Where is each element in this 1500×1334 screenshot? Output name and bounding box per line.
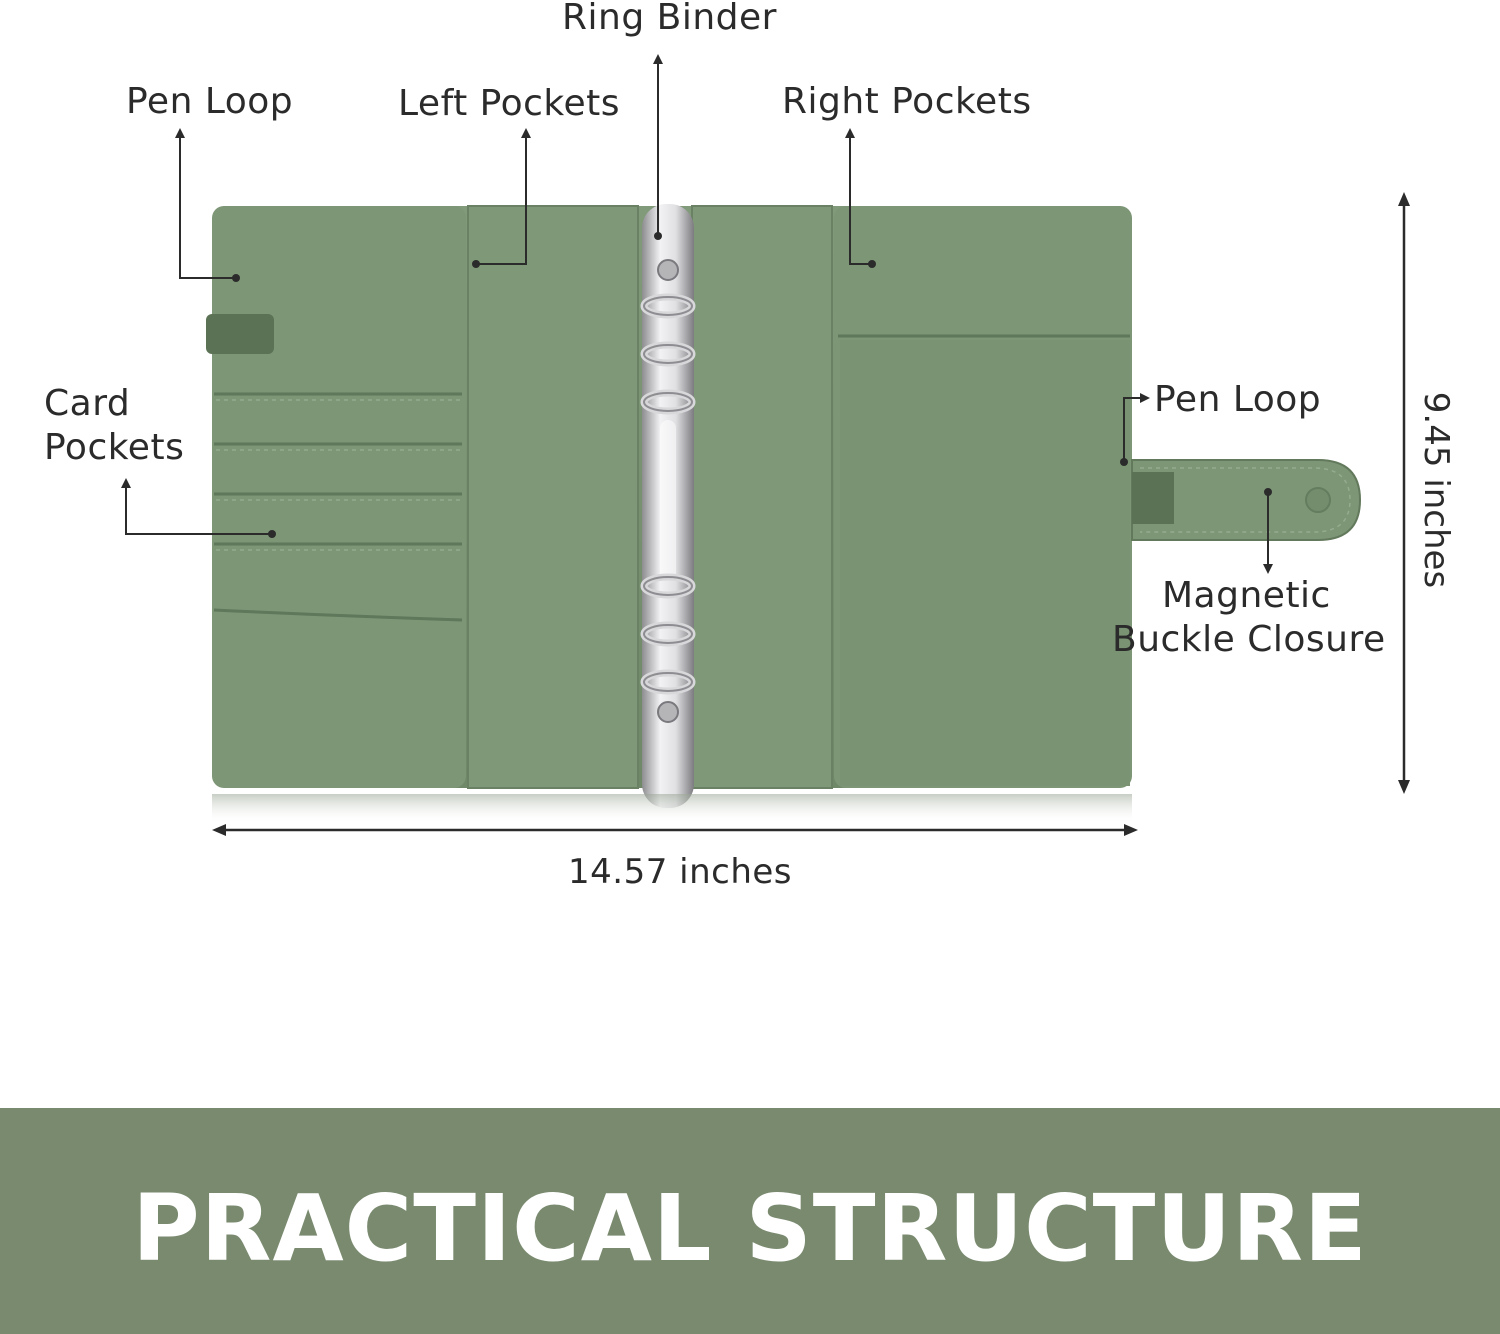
label-left-pockets: Left Pockets — [398, 83, 620, 124]
binder-reflection — [212, 794, 1132, 824]
width-dimension-arrow — [212, 824, 1138, 836]
right-inner-panel — [691, 205, 833, 789]
pen-loop-elastic-left — [206, 314, 274, 354]
magnetic-buckle — [1131, 459, 1362, 541]
label-magnetic-line1: Magnetic — [1162, 575, 1331, 616]
label-magnetic-line2: Buckle Closure — [1112, 619, 1386, 660]
label-ring-binder: Ring Binder — [562, 0, 777, 38]
ring-binder-mechanism — [642, 204, 694, 808]
label-pen-loop-left: Pen Loop — [126, 81, 294, 122]
label-right-pockets: Right Pockets — [782, 81, 1032, 122]
label-card-pockets-line1: Card — [44, 383, 131, 424]
dimension-width-label: 14.57 inches — [568, 852, 793, 892]
binder-diagram — [121, 54, 1410, 836]
callout-arrowheads — [121, 54, 1273, 574]
label-card-pockets-line2: Pockets — [44, 427, 185, 468]
card-pockets — [213, 392, 463, 622]
callout-lines — [125, 60, 1269, 568]
snap-button — [1305, 487, 1331, 513]
title-banner: PRACTICAL STRUCTURE — [0, 1108, 1500, 1334]
label-pen-loop-right: Pen Loop — [1154, 379, 1322, 420]
left-panel — [212, 206, 466, 788]
banner-title: PRACTICAL STRUCTURE — [132, 1175, 1368, 1282]
dimension-height-label: 9.45 inches — [1416, 391, 1456, 589]
binder-cover — [212, 205, 1132, 789]
height-dimension-arrow — [1398, 192, 1410, 794]
left-pocket-panel — [467, 205, 639, 789]
